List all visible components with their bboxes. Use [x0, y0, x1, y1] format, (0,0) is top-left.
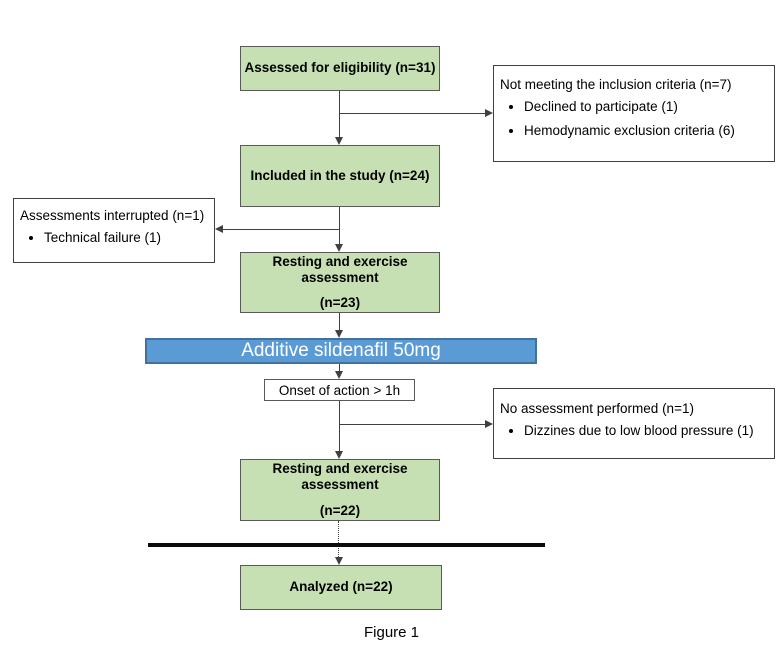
- box-included-label: Included in the study (n=24): [250, 167, 430, 183]
- onset-label: Onset of action > 1h: [278, 382, 401, 398]
- connector-resting1-banner: [339, 313, 341, 330]
- arrowhead-into-resting2-icon: [335, 451, 343, 459]
- arrowhead-into-included-icon: [335, 137, 343, 145]
- arrowhead-into-analyzed-icon: [335, 557, 343, 565]
- not-meeting-title: Not meeting the inclusion criteria (n=7): [500, 77, 732, 92]
- arrowhead-into-banner-icon: [335, 330, 343, 338]
- arrowhead-into-resting1-icon: [335, 244, 343, 252]
- box-no-assessment-performed: No assessment performed (n=1) Dizzines d…: [493, 388, 775, 459]
- box-not-meeting-criteria: Not meeting the inclusion criteria (n=7)…: [493, 65, 775, 162]
- figure-caption: Figure 1: [363, 624, 420, 641]
- bullet-technical-failure: Technical failure (1): [44, 230, 214, 246]
- box-resting-assessment-n22: Resting and exercise assessment (n=22): [240, 459, 440, 521]
- no-assessment-title: No assessment performed (n=1): [500, 401, 694, 416]
- analyzed-label: Analyzed (n=22): [289, 579, 393, 595]
- bullet-hemodynamic: Hemodynamic exclusion criteria (6): [524, 123, 774, 139]
- connector-onset-resting2: [339, 401, 341, 451]
- box-resting-assessment-n23: Resting and exercise assessment (n=23): [240, 252, 440, 313]
- box-assessed-for-eligibility: Assessed for eligibility (n=31): [240, 46, 440, 91]
- arrowhead-into-not-meeting-icon: [485, 109, 493, 117]
- interrupted-title: Assessments interrupted (n=1): [20, 208, 205, 223]
- arrowhead-into-no-assessment-icon: [485, 420, 493, 428]
- connector-branch-not-meeting: [339, 113, 486, 115]
- not-meeting-bullet-list: Declined to participate (1) Hemodynamic …: [494, 99, 774, 139]
- connector-banner-onset: [339, 364, 341, 371]
- box-onset-of-action: Onset of action > 1h: [264, 379, 415, 401]
- arrowhead-into-interrupted-icon: [215, 225, 223, 233]
- bullet-dizzines: Dizzines due to low blood pressure (1): [524, 423, 774, 439]
- arrowhead-into-onset-icon: [335, 371, 343, 379]
- resting1-label: Resting and exercise assessment: [272, 253, 408, 285]
- connector-branch-interrupted: [223, 229, 339, 231]
- interrupted-bullet-list: Technical failure (1): [14, 230, 214, 246]
- bullet-declined: Declined to participate (1): [524, 99, 774, 115]
- box-included-in-study: Included in the study (n=24): [240, 145, 440, 207]
- box-assessments-interrupted: Assessments interrupted (n=1) Technical …: [13, 198, 215, 263]
- banner-additive-sildenafil: Additive sildenafil 50mg: [145, 338, 537, 364]
- resting2-label: Resting and exercise assessment: [272, 461, 408, 493]
- connector-dotted-resting2-analyzed: [338, 521, 339, 557]
- box-analyzed: Analyzed (n=22): [240, 565, 442, 610]
- banner-label: Additive sildenafil 50mg: [241, 340, 441, 361]
- resting2-n: (n=22): [319, 502, 361, 518]
- box-assessed-label: Assessed for eligibility (n=31): [244, 60, 436, 76]
- connector-included-resting1: [339, 207, 341, 244]
- resting1-n: (n=23): [319, 295, 361, 311]
- connector-branch-no-assessment: [339, 424, 486, 426]
- no-assessment-bullet-list: Dizzines due to low blood pressure (1): [494, 423, 774, 439]
- separator-line: [148, 543, 545, 547]
